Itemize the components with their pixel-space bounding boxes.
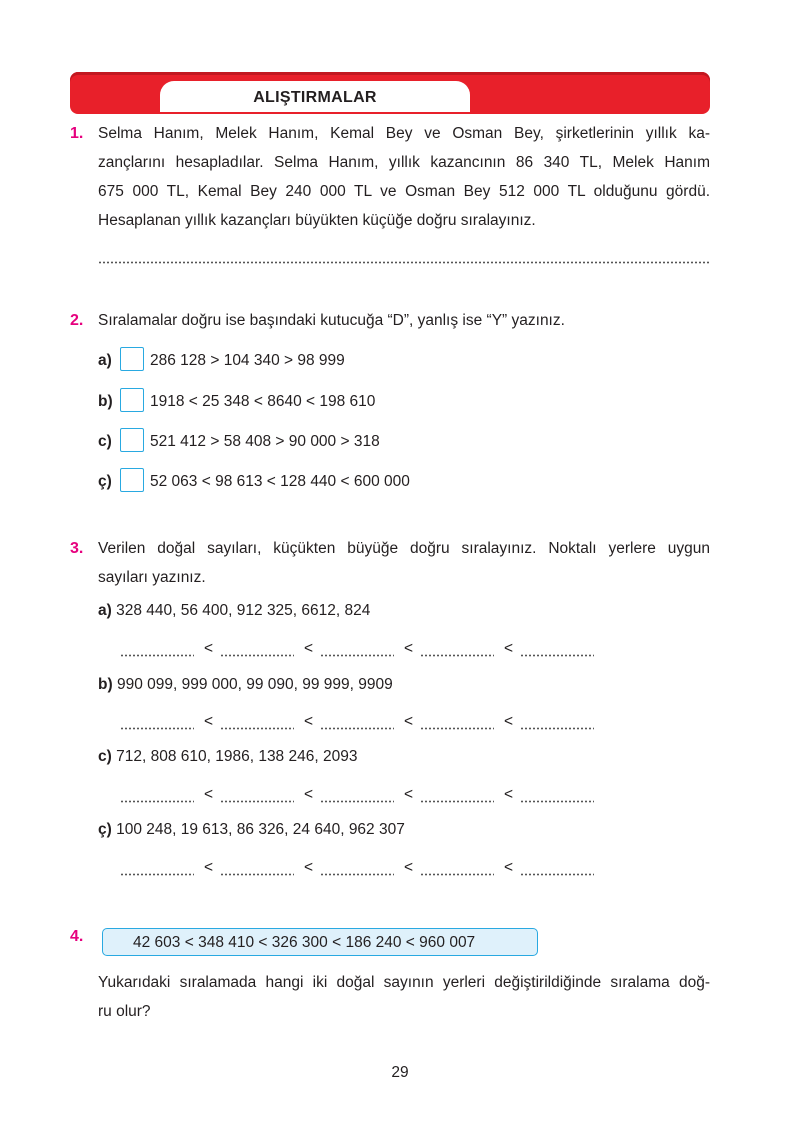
less-than-sign: < [304,640,314,657]
item-text: 328 440, 56 400, 912 325, 6612, 824 [116,602,371,619]
less-than-sign: < [404,859,414,876]
less-than-sign: < [204,713,214,730]
item-label: b) [98,393,113,410]
less-than-sign: < [404,640,414,657]
answer-row-c: < < < < [120,786,600,806]
text-line: ru olur? [98,1003,151,1020]
text-line: Selma Hanım, Melek Hanım, Kemal Bey ve O… [98,125,710,142]
ordering-item-b: b) 990 099, 999 000, 99 090, 99 999, 990… [98,676,393,694]
text-line: Hesaplanan yıllık kazançları büyükten kü… [98,212,536,229]
answer-blank[interactable] [520,727,594,730]
answer-box[interactable] [120,347,144,371]
less-than-sign: < [304,859,314,876]
less-than-sign: < [304,713,314,730]
question-number: 2. [70,312,84,329]
question-number: 3. [70,540,84,557]
item-text: 52 063 < 98 613 < 128 440 < 600 000 [150,473,410,490]
answer-blank[interactable] [420,654,494,657]
text-line: zançlarını hesapladılar. Selma Hanım, yı… [98,154,710,171]
answer-blank[interactable] [320,727,394,730]
question-number: 1. [70,125,84,142]
answer-blank[interactable] [120,800,194,803]
less-than-sign: < [504,713,514,730]
answer-row-a: < < < < [120,640,600,660]
answer-blank[interactable] [120,654,194,657]
answer-blank[interactable] [220,654,294,657]
answer-blank[interactable] [520,654,594,657]
answer-blank[interactable] [420,873,494,876]
less-than-sign: < [204,786,214,803]
text-line: Yukarıdaki sıralamada hangi iki doğal sa… [98,974,710,991]
answer-blank[interactable] [420,727,494,730]
item-text: 100 248, 19 613, 86 326, 24 640, 962 307 [116,821,405,838]
question-3-text: Verilen doğal sayıları, küçükten büyüğe … [98,534,710,592]
answer-blank[interactable] [120,873,194,876]
less-than-sign: < [504,640,514,657]
answer-blank[interactable] [520,873,594,876]
item-label: c) [98,433,112,450]
answer-blank[interactable] [320,800,394,803]
section-banner: ALIŞTIRMALAR [70,72,710,114]
page-number: 29 [391,1064,409,1081]
section-title: ALIŞTIRMALAR [160,81,470,112]
answer-dotted-line[interactable] [98,261,710,264]
answer-blank[interactable] [320,873,394,876]
answer-row-cc: < < < < [120,859,600,879]
item-text: 1918 < 25 348 < 8640 < 198 610 [150,393,376,410]
item-label: b) [98,676,113,693]
answer-blank[interactable] [220,800,294,803]
question-4-text: Yukarıdaki sıralamada hangi iki doğal sa… [98,968,710,1026]
answer-blank[interactable] [220,727,294,730]
answer-box[interactable] [120,468,144,492]
item-text: 286 128 > 104 340 > 98 999 [150,352,345,369]
true-false-item-cc: ç) 52 063 < 98 613 < 128 440 < 600 000 [98,468,410,492]
true-false-item-b: b) 1918 < 25 348 < 8640 < 198 610 [98,388,375,412]
answer-row-b: < < < < [120,713,600,733]
item-label: ç) [98,473,112,490]
true-false-item-a: a) 286 128 > 104 340 > 98 999 [98,347,345,371]
question-2-instruction: Sıralamalar doğru ise başındaki kutucuğa… [98,312,565,329]
item-label: ç) [98,821,112,838]
question-1-text: Selma Hanım, Melek Hanım, Kemal Bey ve O… [98,119,710,235]
text-line: Verilen doğal sayıları, küçükten büyüğe … [98,540,710,557]
true-false-item-c: c) 521 412 > 58 408 > 90 000 > 318 [98,428,380,452]
less-than-sign: < [304,786,314,803]
item-text: 712, 808 610, 1986, 138 246, 2093 [116,748,358,765]
answer-box[interactable] [120,388,144,412]
answer-box[interactable] [120,428,144,452]
ordering-item-c: c) 712, 808 610, 1986, 138 246, 2093 [98,748,357,766]
less-than-sign: < [504,859,514,876]
less-than-sign: < [404,786,414,803]
item-text: 521 412 > 58 408 > 90 000 > 318 [150,433,380,450]
text-line: 675 000 TL, Kemal Bey 240 000 TL ve Osma… [98,183,710,200]
item-label: c) [98,748,112,765]
answer-blank[interactable] [120,727,194,730]
item-text: 990 099, 999 000, 99 090, 99 999, 9909 [116,676,393,693]
less-than-sign: < [404,713,414,730]
less-than-sign: < [504,786,514,803]
answer-blank[interactable] [320,654,394,657]
question-number: 4. [70,928,84,945]
answer-blank[interactable] [520,800,594,803]
less-than-sign: < [204,859,214,876]
item-label: a) [98,352,112,369]
text-line: sayıları yazınız. [98,569,206,586]
answer-blank[interactable] [420,800,494,803]
sequence-box: 42 603 < 348 410 < 326 300 < 186 240 < 9… [102,928,538,956]
ordering-item-cc: ç) 100 248, 19 613, 86 326, 24 640, 962 … [98,821,405,839]
less-than-sign: < [204,640,214,657]
answer-blank[interactable] [220,873,294,876]
ordering-item-a: a) 328 440, 56 400, 912 325, 6612, 824 [98,602,370,620]
item-label: a) [98,602,112,619]
